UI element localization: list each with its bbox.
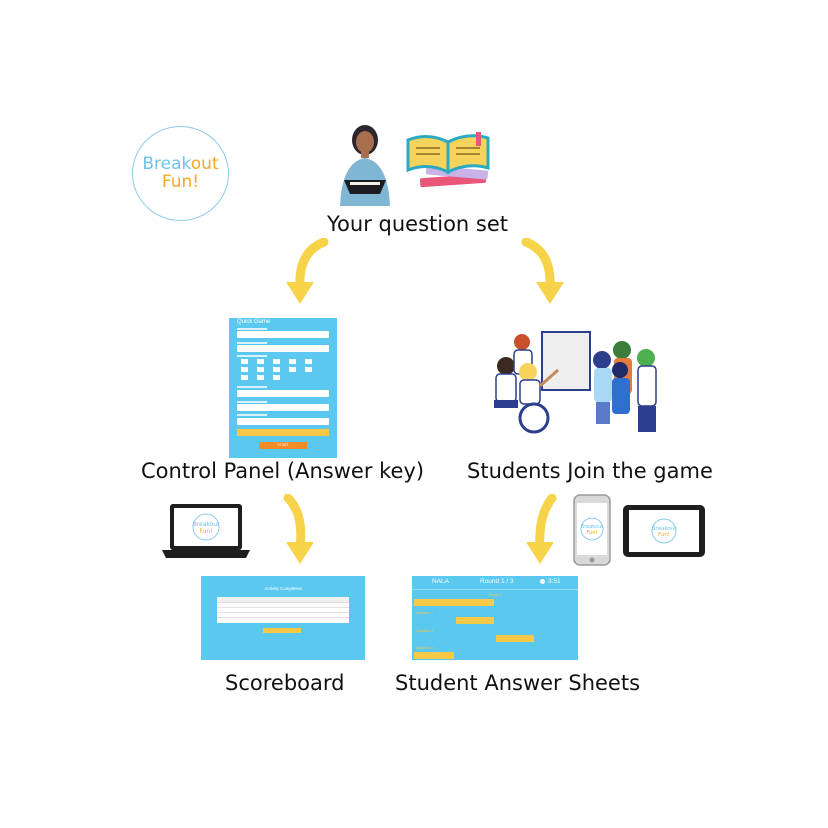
answer-key-grid: [241, 359, 327, 383]
label-question-set: Your question set: [327, 212, 509, 236]
control-field: [237, 331, 329, 338]
scoreboard-table: [217, 597, 349, 623]
answer-selected: [414, 652, 454, 659]
control-field: [237, 345, 329, 352]
svg-text:Fun!: Fun!: [199, 528, 212, 535]
svg-text:Breakout: Breakout: [193, 521, 221, 528]
question-2-label: Question 2: [416, 629, 433, 633]
control-start-button: START: [259, 442, 307, 449]
open-books-illustration: [406, 132, 490, 188]
label-answer-sheets: Student Answer Sheets: [395, 671, 641, 695]
logo-text-break: Break: [142, 153, 191, 174]
phone-icon: Breakout Fun!: [573, 494, 611, 566]
answer-selected: [496, 635, 534, 642]
tablet-icon: Breakout Fun!: [623, 505, 705, 557]
answer-sheet-screen: NALA Round 1 / 3 3:51 Team 2 Question 1 …: [412, 576, 578, 660]
arrow-to-answer-sheets-icon: [526, 494, 557, 564]
team-label: Team 2: [488, 592, 502, 597]
arrow-to-control-panel-icon: [286, 238, 329, 304]
answer-selected: [456, 617, 494, 624]
team-option: [496, 599, 576, 606]
timer: 3:51: [548, 578, 561, 585]
scoreboard-screen: Activity Completed: [201, 576, 365, 660]
scoreboard-title: Activity Completed: [264, 586, 302, 591]
logo-text-fun: Fun!: [161, 171, 200, 192]
round-indicator: Round 1 / 3: [480, 578, 514, 585]
students-illustration: [494, 331, 657, 434]
arrow-to-scoreboard-icon: [283, 494, 314, 564]
svg-text:Fun!: Fun!: [587, 530, 598, 536]
logo-text-out: out: [190, 153, 219, 174]
svg-text:Fun!: Fun!: [658, 532, 670, 538]
laptop-icon: Breakout Fun!: [162, 504, 250, 558]
label-students-join: Students Join the game: [467, 459, 713, 483]
control-panel-title: Quick Game: [237, 319, 271, 325]
clock-icon: [540, 579, 545, 584]
control-field: [237, 390, 329, 397]
svg-text:Breakout: Breakout: [652, 526, 678, 532]
control-yellow-bar: [237, 429, 329, 436]
control-panel-screen: Quick Game START: [229, 318, 337, 458]
team-option-selected: [414, 599, 494, 606]
teacher-reading-illustration: [340, 125, 390, 206]
label-control-panel: Control Panel (Answer key): [141, 459, 425, 483]
question-1-label: Question 1: [416, 611, 433, 615]
control-field: [237, 418, 329, 425]
question-3-label: Question 3: [416, 646, 433, 650]
arrow-to-students-icon: [521, 238, 564, 304]
label-scoreboard: Scoreboard: [225, 671, 345, 695]
control-field: [237, 404, 329, 411]
scoreboard-button: [263, 628, 301, 633]
svg-text:Breakout: Breakout: [581, 524, 603, 530]
breakout-fun-logo: Breakout Fun!: [132, 126, 229, 221]
player-name: NALA: [432, 578, 449, 585]
